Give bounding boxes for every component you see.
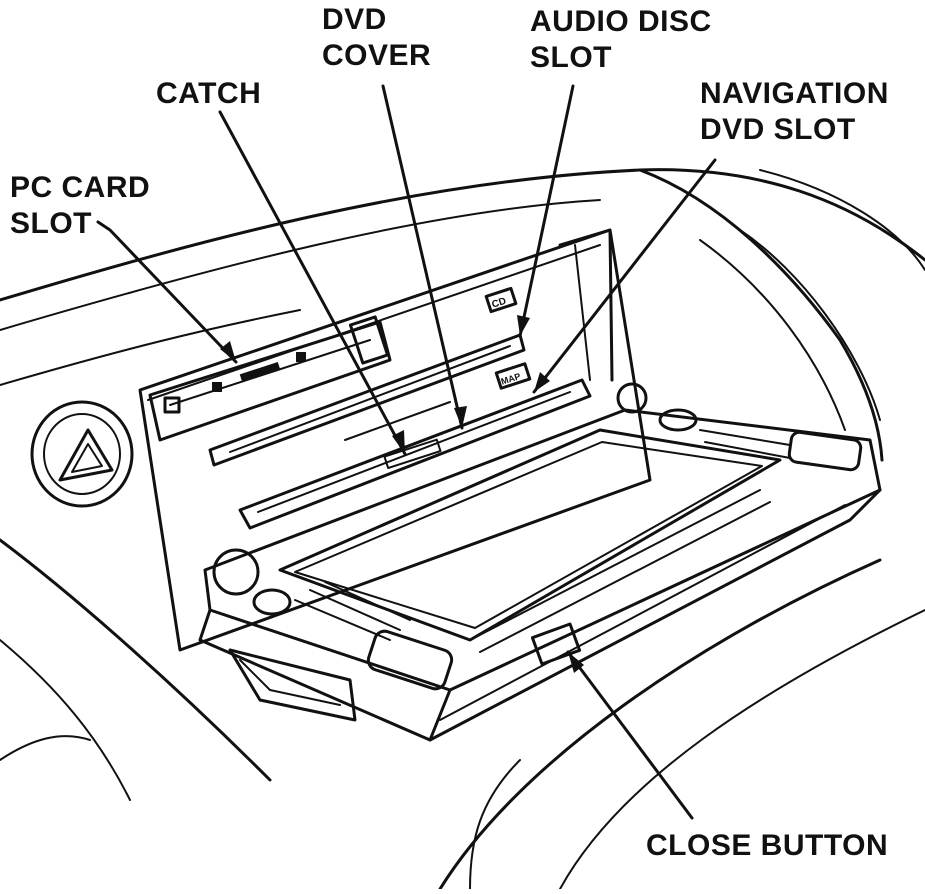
audio-slot-leader (518, 84, 575, 338)
callout-dvd-cover-line2: COVER (322, 39, 432, 72)
pc-card-bay (148, 320, 392, 442)
pc-card-eject-tab (348, 315, 390, 365)
callout-pc-card-slot-line1: PC CARD (10, 171, 151, 204)
callout-dvd-cover-line1: DVD (322, 3, 387, 36)
catch-arrowhead (392, 430, 405, 454)
display-front-edge (428, 488, 882, 742)
cd-badge-box (484, 286, 518, 314)
catch-latch (383, 438, 442, 470)
console-left-edge (0, 538, 272, 782)
dvd-cover-edge (344, 401, 451, 441)
console-center-line (469, 759, 521, 890)
dash-contour-2 (0, 199, 601, 331)
map-badge-box (494, 362, 532, 390)
dash-right-hood (638, 168, 884, 462)
callout-navigation-dvd-slot-line2: DVD SLOT (700, 113, 856, 146)
navigation-dvd-slot (238, 378, 592, 530)
navigation-dvd-slot-line (257, 391, 571, 513)
screen-bottom-buttons (469, 489, 771, 653)
dash-contour-3 (0, 309, 301, 386)
callout-close-button: CLOSE BUTTON (646, 828, 888, 864)
callout-close-button-line1: CLOSE BUTTON (646, 829, 889, 862)
dvd-cover-leader (381, 84, 464, 430)
callout-catch: CATCH (156, 76, 261, 112)
volume-knob (212, 548, 260, 596)
display-housing (203, 408, 882, 692)
callout-dvd-cover: DVD COVER (322, 2, 431, 74)
hazard-button-icon (58, 428, 114, 482)
callout-pc-card-slot: PC CARD SLOT (10, 170, 150, 242)
recess-frame (138, 228, 652, 652)
callout-navigation-dvd-slot-line1: NAVIGATION (700, 77, 889, 110)
callout-audio-disc-slot-line1: AUDIO DISC (530, 5, 712, 38)
right-button-strip (699, 429, 791, 459)
close-button (530, 622, 582, 666)
pc-card-arrowhead (220, 341, 236, 362)
pc-card-indicator-2 (296, 352, 306, 362)
audio-slot-arrowhead (517, 315, 530, 336)
console-left-edge-2 (0, 639, 131, 801)
display-screen (278, 428, 782, 642)
audio-disc-slot-line (229, 345, 511, 453)
right-rocker-button (787, 430, 863, 472)
dash-right-inner-2 (739, 229, 881, 421)
cd-badge-text: CD (491, 296, 508, 311)
pc-card-small-box (163, 396, 181, 414)
callout-pc-card-slot-line2: SLOT (10, 207, 92, 240)
console-right-sweep-2 (559, 609, 925, 890)
console-left-vent (0, 735, 91, 761)
left-button-strip (294, 581, 411, 641)
right-round-button (658, 408, 698, 432)
recess-right-wall-2 (574, 244, 591, 381)
callout-audio-disc-slot-line2: SLOT (530, 41, 612, 74)
nav-slot-arrowhead (534, 372, 550, 392)
close-button-leader (566, 650, 694, 820)
hinge-bracket-inner (239, 659, 341, 706)
dash-upper-contour (0, 168, 925, 302)
hazard-triangle-inner (71, 443, 103, 473)
callout-audio-disc-slot: AUDIO DISC SLOT (530, 4, 712, 76)
tune-knob (616, 382, 648, 414)
hazard-button-ring (30, 400, 134, 508)
display-front-edge-2 (439, 504, 846, 721)
console-right-sweep (438, 558, 882, 891)
pc-card-leader (96, 220, 238, 364)
callout-navigation-dvd-slot: NAVIGATION DVD SLOT (700, 76, 889, 148)
recess-right-wall (558, 228, 614, 382)
pc-card-label-plate (239, 362, 281, 382)
left-round-button (252, 588, 292, 616)
callout-catch-line1: CATCH (156, 77, 262, 110)
catch-leader (218, 110, 407, 456)
display-lower-lip (198, 608, 452, 742)
hinge-bracket (228, 648, 357, 722)
dash-right-inner (699, 239, 846, 431)
display-screen-inner (294, 441, 763, 629)
close-button-arrowhead (568, 652, 584, 673)
hazard-button-inner-ring (43, 413, 121, 495)
dvd-cover-arrowhead (454, 406, 467, 428)
left-rocker-button (366, 629, 454, 691)
audio-disc-slot (208, 333, 526, 467)
dash-right-edge (759, 169, 925, 271)
pc-card-indicator-1 (212, 382, 222, 392)
nav-slot-leader (532, 158, 717, 394)
